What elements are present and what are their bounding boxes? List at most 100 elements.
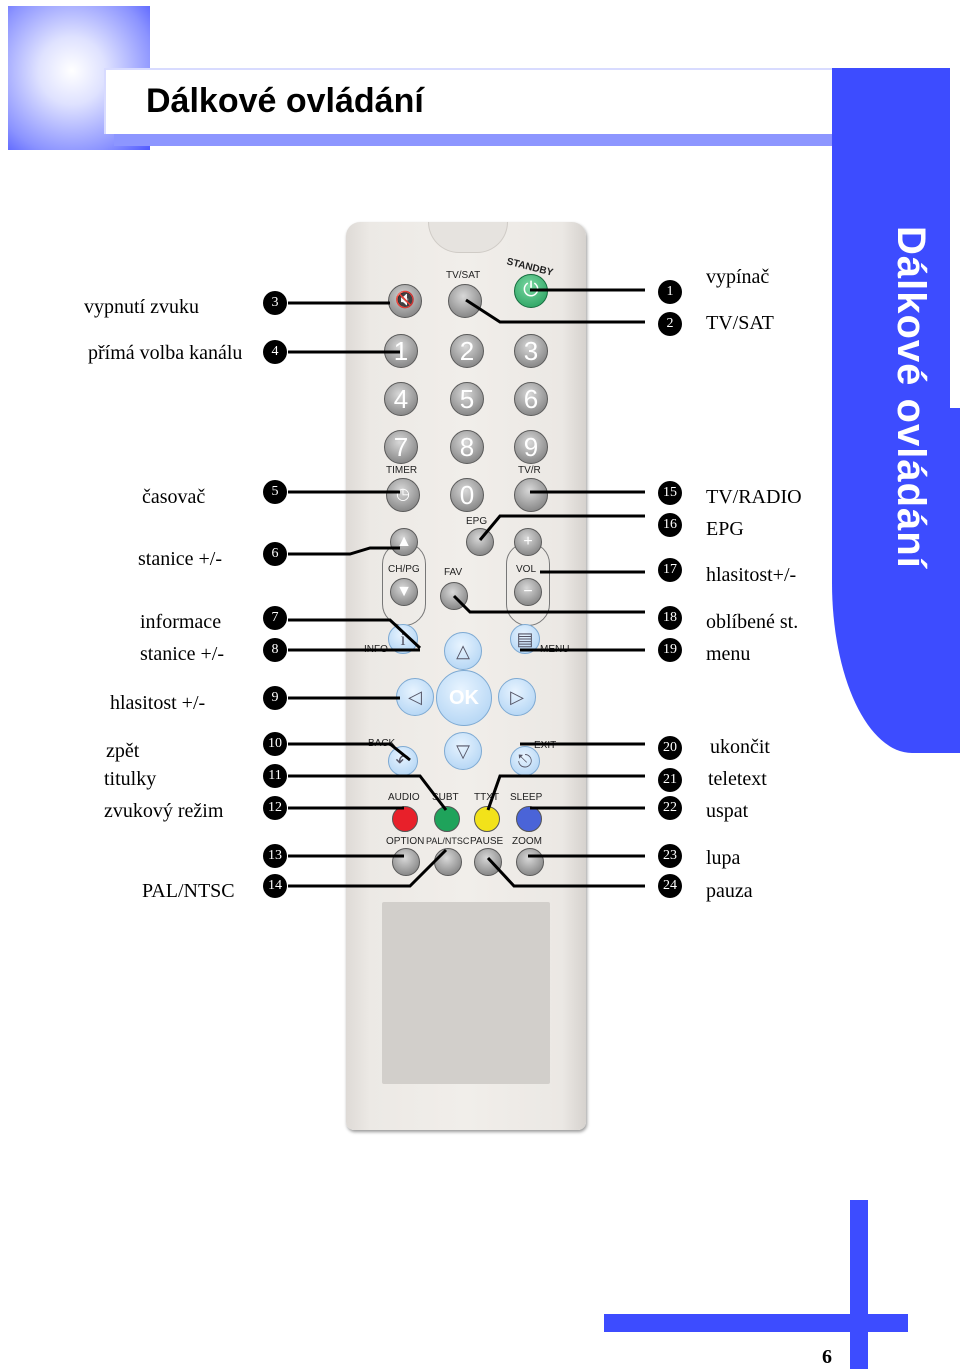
vol-label: VOL: [516, 564, 537, 575]
channel-down-button[interactable]: ▼: [390, 578, 418, 606]
digit-0-button[interactable]: 0: [450, 478, 484, 512]
page-title: Dálkové ovládání: [146, 82, 424, 120]
label-sleep: uspat: [706, 800, 749, 822]
sleep-blue-button[interactable]: [516, 806, 542, 832]
plus-icon: +: [523, 533, 533, 550]
label-tvsat: TV/SAT: [706, 312, 774, 334]
side-tab: [832, 68, 960, 753]
option-label: OPTION: [386, 836, 425, 847]
pause-label: PAUSE: [470, 836, 504, 847]
digit-6-button[interactable]: 6: [514, 382, 548, 416]
zoom-label: ZOOM: [512, 836, 542, 847]
option-button[interactable]: [392, 848, 420, 876]
digit-5-button[interactable]: 5: [450, 382, 484, 416]
zoom-button[interactable]: [516, 848, 544, 876]
subt-green-button[interactable]: [434, 806, 460, 832]
digit-2-button[interactable]: 2: [450, 334, 484, 368]
epg-button[interactable]: [466, 528, 494, 556]
volume-up-button[interactable]: +: [514, 528, 542, 556]
timer-label: TIMER: [386, 465, 418, 476]
callout-14: 14: [263, 874, 287, 898]
callout-5: 5: [263, 480, 287, 504]
callout-23: 23: [658, 844, 682, 868]
side-tab-notch: [950, 68, 960, 408]
label-station-1: stanice +/-: [138, 548, 223, 570]
tvr-button[interactable]: [514, 478, 548, 512]
digit-7-button[interactable]: 7: [384, 430, 418, 464]
pause-button[interactable]: [474, 848, 502, 876]
callout-16: 16: [658, 513, 682, 537]
digit-9-button[interactable]: 9: [514, 430, 548, 464]
arrow-up-icon: △: [456, 641, 470, 661]
audio-red-button[interactable]: [392, 806, 418, 832]
ttxt-yellow-button[interactable]: [474, 806, 500, 832]
right-arrow-button[interactable]: ▷: [498, 678, 536, 716]
label-back: zpět: [106, 740, 140, 762]
channel-up-button[interactable]: ▲: [390, 528, 418, 556]
callout-8: 8: [263, 638, 287, 662]
sleep-label: SLEEP: [510, 792, 543, 803]
triangle-down-icon: ▼: [396, 583, 412, 600]
info-icon: i: [400, 629, 406, 649]
label-subtitles: titulky: [104, 768, 157, 790]
label-tvradio: TV/RADIO: [706, 486, 802, 508]
bottom-decoration-horizontal: [604, 1314, 908, 1332]
digit-3-button[interactable]: 3: [514, 334, 548, 368]
tvr-label: TV/R: [518, 465, 541, 476]
minus-icon: −: [523, 583, 533, 600]
palntsc-button[interactable]: [434, 848, 462, 876]
label-audio-mode: zvukový režim: [104, 800, 224, 822]
callout-24: 24: [658, 874, 682, 898]
callout-6: 6: [263, 542, 287, 566]
palntsc-label: PAL/NTSC: [426, 836, 470, 846]
label-direct-channel: přímá volba kanálu: [88, 342, 243, 364]
arrow-right-icon: ▷: [510, 687, 524, 707]
bottom-decoration-vertical: [850, 1200, 868, 1369]
arrow-down-icon: ▽: [456, 741, 470, 761]
label-station-2: stanice +/-: [140, 643, 225, 665]
back-button[interactable]: ↶: [388, 746, 418, 776]
timer-button[interactable]: ◷: [386, 478, 420, 512]
up-arrow-button[interactable]: △: [444, 632, 482, 670]
digit-8-button[interactable]: 8: [450, 430, 484, 464]
fav-label: FAV: [444, 567, 463, 578]
label-pause: pauza: [706, 880, 753, 902]
callout-4: 4: [263, 340, 287, 364]
title-bar: Dálkové ovládání: [104, 68, 834, 134]
callout-9: 9: [263, 686, 287, 710]
label-teletext: teletext: [708, 768, 767, 790]
ok-button[interactable]: OK: [436, 670, 492, 726]
callout-22: 22: [658, 796, 682, 820]
remote-control: TV/SAT STANDBY 🔇 ⏻ 1 2 3 4 5 6 7 8 9 TIM…: [346, 222, 586, 1130]
audio-label: AUDIO: [388, 792, 420, 803]
callout-7: 7: [263, 606, 287, 630]
side-tab-title: Dálkové ovládání: [889, 226, 933, 569]
mute-button[interactable]: 🔇: [388, 284, 422, 318]
epg-label: EPG: [466, 516, 488, 527]
label-exit: ukončit: [710, 736, 770, 758]
volume-down-button[interactable]: −: [514, 578, 542, 606]
callout-19: 19: [658, 638, 682, 662]
label-volume-left: hlasitost +/-: [110, 692, 206, 714]
label-palntsc: PAL/NTSC: [142, 880, 235, 902]
label-info: informace: [140, 611, 222, 633]
callout-13: 13: [263, 844, 287, 868]
exit-icon: ⎋: [517, 751, 533, 771]
arrow-left-icon: ◁: [408, 687, 422, 707]
label-mute: vypnutí zvuku: [84, 296, 199, 318]
triangle-up-icon: ▲: [396, 533, 412, 550]
chpg-label: CH/PG: [388, 564, 420, 575]
label-timer: časovač: [142, 486, 206, 508]
clock-icon: ◷: [396, 486, 410, 503]
tvsat-button[interactable]: [448, 284, 482, 318]
callout-1: 1: [658, 280, 682, 304]
label-menu: menu: [706, 643, 751, 665]
callout-12: 12: [263, 796, 287, 820]
callout-3: 3: [263, 291, 287, 315]
callout-17: 17: [658, 558, 682, 582]
callout-15: 15: [658, 481, 682, 505]
callout-21: 21: [658, 768, 682, 792]
down-arrow-button[interactable]: ▽: [444, 732, 482, 770]
digit-4-button[interactable]: 4: [384, 382, 418, 416]
